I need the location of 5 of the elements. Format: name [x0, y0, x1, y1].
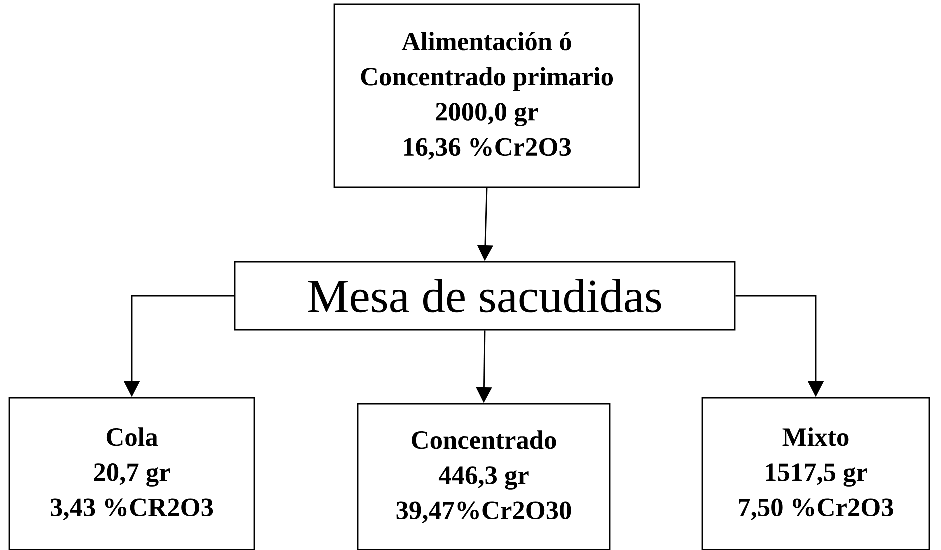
product-box: Cola 20,7 gr 3,43 %CR2O3 [8, 397, 256, 550]
product-box: Concentrado 446,3 gr 39,47%Cr2O30 [357, 403, 611, 550]
product-box: Mixto 1517,5 gr 7,50 %Cr2O3 [702, 397, 930, 550]
process-box: Alimentación ó Concentrado primario 2000,0 gr 16,36 %Cr2O3 [334, 4, 640, 188]
process-box: Mesa de sacudidas [234, 261, 736, 331]
